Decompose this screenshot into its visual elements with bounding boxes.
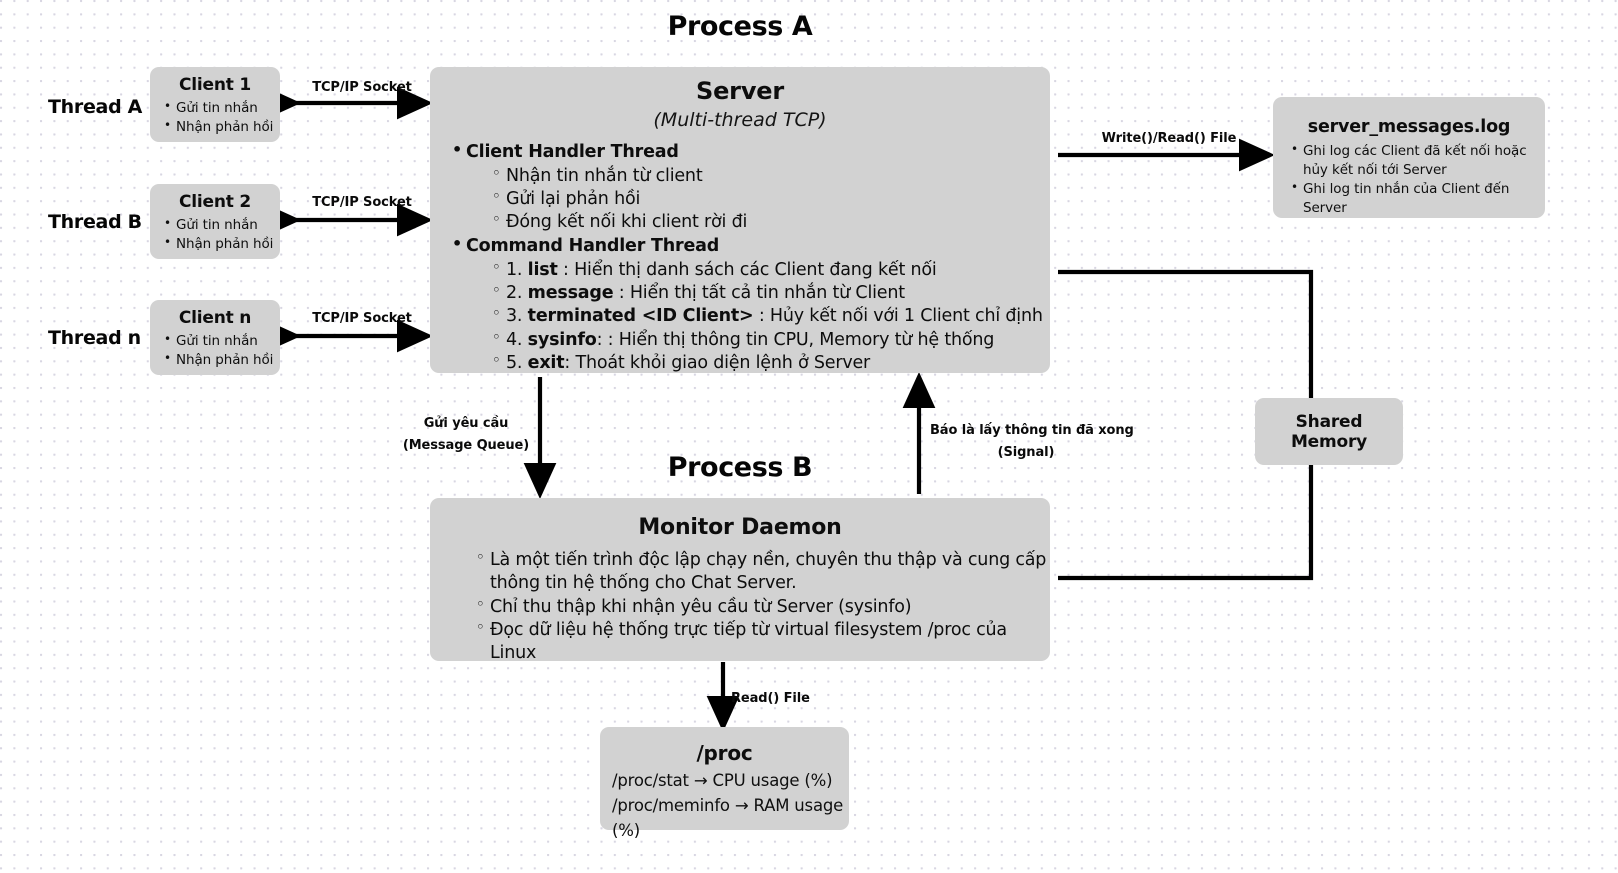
list-item: Gửi lại phản hồi	[492, 187, 1050, 211]
list-item: Gửi tin nhắn	[164, 331, 280, 351]
list-item: Gửi tin nhắn	[164, 98, 280, 118]
client-box-2[interactable]: Client 2 Gửi tin nhắn Nhận phản hồi	[150, 184, 280, 259]
shared-memory-title: Shared Memory	[1290, 411, 1368, 452]
item-index: 2.	[506, 283, 528, 304]
list-item: 5. exit: Thoát khỏi giao diện lệnh ở Ser…	[492, 351, 1050, 375]
item-index: 1.	[506, 259, 528, 280]
list-item: Gửi tin nhắn	[164, 215, 280, 235]
server-subtitle: (Multi-thread TCP)	[653, 109, 827, 131]
list-item: Là một tiến trình độc lập chạy nền, chuy…	[476, 548, 1050, 596]
thread-label-n: Thread n	[48, 327, 141, 349]
item-index: 5.	[506, 352, 528, 373]
proc-box[interactable]: /proc /proc/stat → CPU usage (%) /proc/m…	[600, 727, 849, 840]
process-b-title: Process B	[667, 452, 813, 483]
server-title: Server	[696, 77, 784, 105]
proc-line-stat: /proc/stat → CPU usage (%)	[612, 771, 833, 790]
list-item: Nhận tin nhắn từ client	[492, 163, 1050, 188]
thread-label-b: Thread B	[48, 211, 142, 233]
list-item: Đóng kết nối khi client rời đi	[492, 210, 1050, 234]
item-text: Nhận tin nhắn từ client	[506, 165, 703, 186]
edge-label-tcp-socket-n: TCP/IP Socket	[312, 311, 412, 326]
item-text: Gửi lại phản hồi	[506, 188, 641, 209]
list-item: Nhận phản hồi	[164, 350, 280, 370]
group-heading: Command Handler Thread	[466, 236, 720, 257]
command-name: list	[527, 259, 558, 280]
item-text: : Hủy kết nối với 1 Client chỉ định	[753, 306, 1043, 327]
edge-label-request-line1: Gửi yêu cầu	[423, 416, 509, 431]
list-item: Đọc dữ liệu hệ thống trực tiếp từ virtua…	[476, 618, 1050, 666]
edge-label-tcp-socket-1: TCP/IP Socket	[312, 80, 412, 95]
command-name: sysinfo	[527, 329, 597, 350]
edge-label-signal-line2: (Signal)	[997, 445, 1055, 460]
item-index: 3.	[506, 306, 528, 327]
process-a-title: Process A	[667, 11, 813, 42]
client-2-title: Client 2	[178, 192, 252, 212]
server-thread-groups: Client Handler Thread Nhận tin nhắn từ c…	[430, 139, 1050, 375]
list-item: Nhận phản hồi	[164, 234, 280, 254]
command-name: message	[527, 283, 614, 304]
client-1-items: Gửi tin nhắn Nhận phản hồi	[150, 98, 280, 137]
thread-label-a: Thread A	[48, 96, 143, 118]
log-file-box[interactable]: server_messages.log Ghi log các Client đ…	[1273, 97, 1545, 218]
client-1-title: Client 1	[178, 75, 252, 95]
monitor-daemon-items: Là một tiến trình độc lập chạy nền, chuy…	[430, 548, 1050, 666]
item-text: : : Hiển thị thông tin CPU, Memory từ hệ…	[596, 329, 995, 350]
server-group-command-handler: Command Handler Thread 1. list : Hiển th…	[452, 233, 1050, 375]
command-name: exit	[527, 352, 565, 373]
log-file-items: Ghi log các Client đã kết nối hoặc hủy k…	[1273, 141, 1545, 219]
client-n-items: Gửi tin nhắn Nhận phản hồi	[150, 331, 280, 370]
server-box[interactable]: Server (Multi-thread TCP) Client Handler…	[430, 67, 1050, 373]
list-item: 3. terminated <ID Client> : Hủy kết nối …	[492, 304, 1050, 328]
edge-label-signal-line1: Báo là lấy thông tin đã xong	[930, 423, 1134, 438]
list-item: Ghi log các Client đã kết nối hoặc hủy k…	[1291, 141, 1545, 180]
proc-title: /proc	[696, 741, 753, 765]
shared-memory-box[interactable]: Shared Memory	[1255, 398, 1403, 465]
edge-label-tcp-socket-2: TCP/IP Socket	[312, 195, 412, 210]
client-box-1[interactable]: Client 1 Gửi tin nhắn Nhận phản hồi	[150, 67, 280, 142]
list-item: Nhận phản hồi	[164, 117, 280, 137]
log-file-title: server_messages.log	[1307, 117, 1511, 137]
server-group-1-items: 1. list : Hiển thị danh sách các Client …	[466, 258, 1050, 375]
list-item: 1. list : Hiển thị danh sách các Client …	[492, 258, 1050, 282]
client-box-n[interactable]: Client n Gửi tin nhắn Nhận phản hồi	[150, 300, 280, 375]
item-text: : Hiển thị tất cả tin nhắn từ Client	[613, 283, 905, 304]
item-text: : Hiển thị danh sách các Client đang kết…	[557, 259, 937, 280]
server-group-0-items: Nhận tin nhắn từ client Gửi lại phản hồi…	[466, 163, 1050, 235]
list-item: 2. message : Hiển thị tất cả tin nhắn từ…	[492, 281, 1050, 305]
edge-label-request-line2: (Message Queue)	[402, 438, 530, 453]
monitor-daemon-box[interactable]: Monitor Daemon Là một tiến trình độc lập…	[430, 498, 1050, 663]
item-text: Đóng kết nối khi client rời đi	[506, 212, 748, 233]
client-n-title: Client n	[178, 308, 252, 328]
edge-label-read-file: Read() File	[731, 691, 810, 706]
list-item: Chỉ thu thập khi nhận yêu cầu từ Server …	[476, 595, 1050, 619]
group-heading: Client Handler Thread	[466, 142, 679, 162]
edge-label-write-read-file: Write()/Read() File	[1101, 131, 1237, 146]
server-group-client-handler: Client Handler Thread Nhận tin nhắn từ c…	[452, 139, 1050, 235]
list-item: 4. sysinfo: : Hiển thị thông tin CPU, Me…	[492, 328, 1050, 352]
command-name: terminated <ID Client>	[527, 306, 754, 327]
item-text: : Thoát khỏi giao diện lệnh ở Server	[564, 352, 871, 373]
monitor-daemon-title: Monitor Daemon	[638, 515, 842, 540]
item-index: 4.	[506, 329, 528, 350]
proc-line-meminfo: /proc/meminfo → RAM usage (%)	[612, 795, 844, 840]
client-2-items: Gửi tin nhắn Nhận phản hồi	[150, 215, 280, 254]
list-item: Ghi log tin nhắn của Client đến Server	[1291, 179, 1545, 218]
